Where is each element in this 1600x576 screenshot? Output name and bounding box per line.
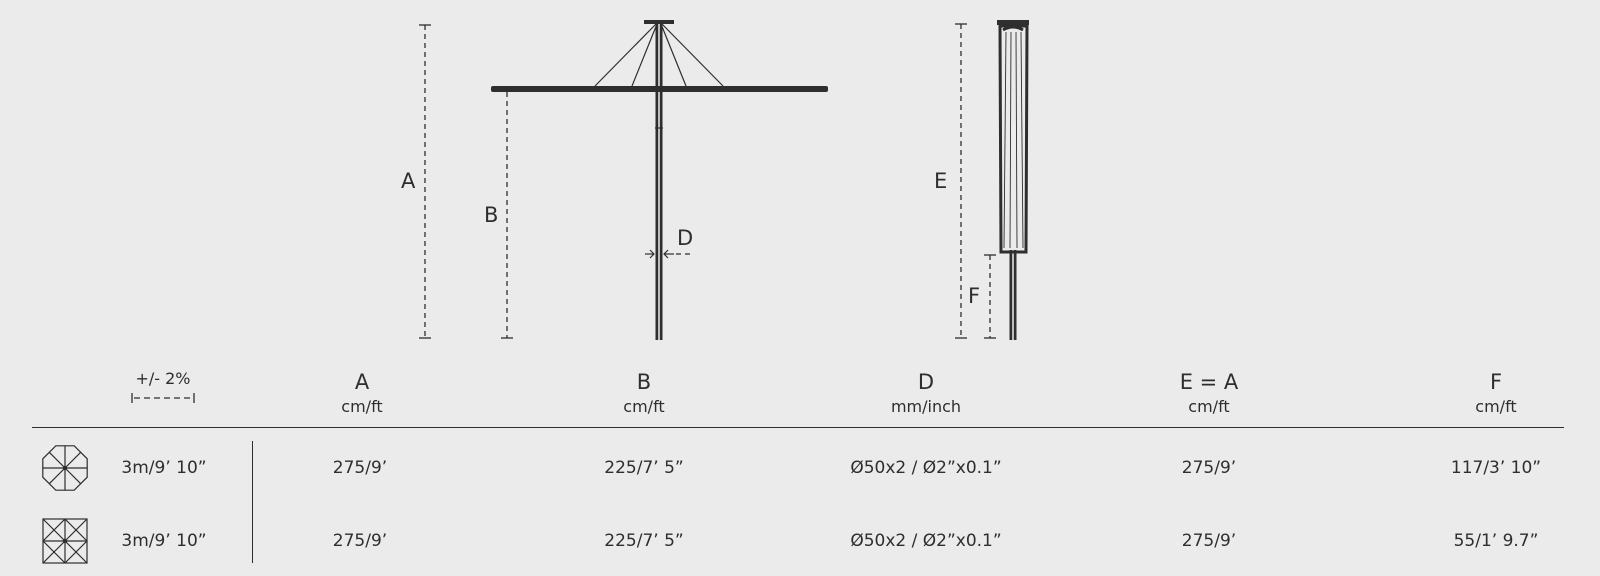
square-umbrella-icon: [42, 518, 88, 564]
closed-umbrella-drawing: [997, 20, 1029, 340]
cell-e: 275/9’: [1181, 458, 1237, 478]
label-e: E: [934, 169, 947, 193]
column-unit: cm/ft: [341, 397, 383, 416]
column-letter: E = A: [1179, 370, 1239, 394]
tolerance-dimension-icon: [131, 393, 195, 403]
table-row: 3m/9’ 10” 275/9’ 225/7’ 5” Ø50x2 / Ø2”x0…: [0, 443, 1600, 493]
row-size: 3m/9’ 10”: [121, 458, 207, 478]
table-row: 3m/9’ 10” 275/9’ 225/7’ 5” Ø50x2 / Ø2”x0…: [0, 516, 1600, 566]
cell-e: 275/9’: [1181, 531, 1237, 551]
dimension-b-line: [501, 92, 513, 339]
tolerance-header: +/- 2%: [131, 370, 195, 404]
dimension-d-marker: [645, 249, 692, 259]
cell-b: 225/7’ 5”: [604, 531, 684, 551]
column-header-f: F cm/ft: [1475, 370, 1516, 417]
cell-b: 225/7’ 5”: [604, 458, 684, 478]
cell-d: Ø50x2 / Ø2”x0.1”: [850, 531, 1002, 551]
dimension-f-line: [984, 254, 996, 339]
column-unit: mm/inch: [890, 397, 962, 416]
row-size: 3m/9’ 10”: [121, 531, 207, 551]
column-unit: cm/ft: [1475, 397, 1517, 416]
cell-f: 55/1’ 9.7”: [1453, 531, 1539, 551]
column-divider: [252, 441, 253, 563]
column-header-a: A cm/ft: [341, 370, 382, 417]
tolerance-label: +/- 2%: [135, 369, 191, 388]
umbrella-technical-drawing: A B D E F: [401, 20, 1029, 340]
column-header-e: E = A cm/ft: [1180, 370, 1239, 417]
label-d: D: [677, 226, 693, 250]
column-unit: cm/ft: [1188, 397, 1230, 416]
cell-a: 275/9’: [332, 531, 388, 551]
dimension-a-line: [419, 24, 431, 339]
column-header-d: D mm/inch: [891, 370, 961, 417]
column-unit: cm/ft: [623, 397, 665, 416]
column-letter: B: [636, 370, 652, 394]
cell-d: Ø50x2 / Ø2”x0.1”: [850, 458, 1002, 478]
label-f: F: [968, 284, 980, 308]
dimension-e-line: [955, 23, 967, 339]
octagon-umbrella-icon: [42, 445, 88, 491]
cell-a: 275/9’: [332, 458, 388, 478]
column-letter: A: [354, 370, 370, 394]
label-b: B: [484, 203, 498, 227]
column-letter: F: [1489, 370, 1503, 394]
header-divider: [32, 427, 1564, 428]
cell-f: 117/3’ 10”: [1450, 458, 1542, 478]
column-letter: D: [917, 370, 935, 394]
label-a: A: [401, 169, 416, 193]
column-header-b: B cm/ft: [623, 370, 664, 417]
open-umbrella-drawing: [491, 20, 828, 340]
